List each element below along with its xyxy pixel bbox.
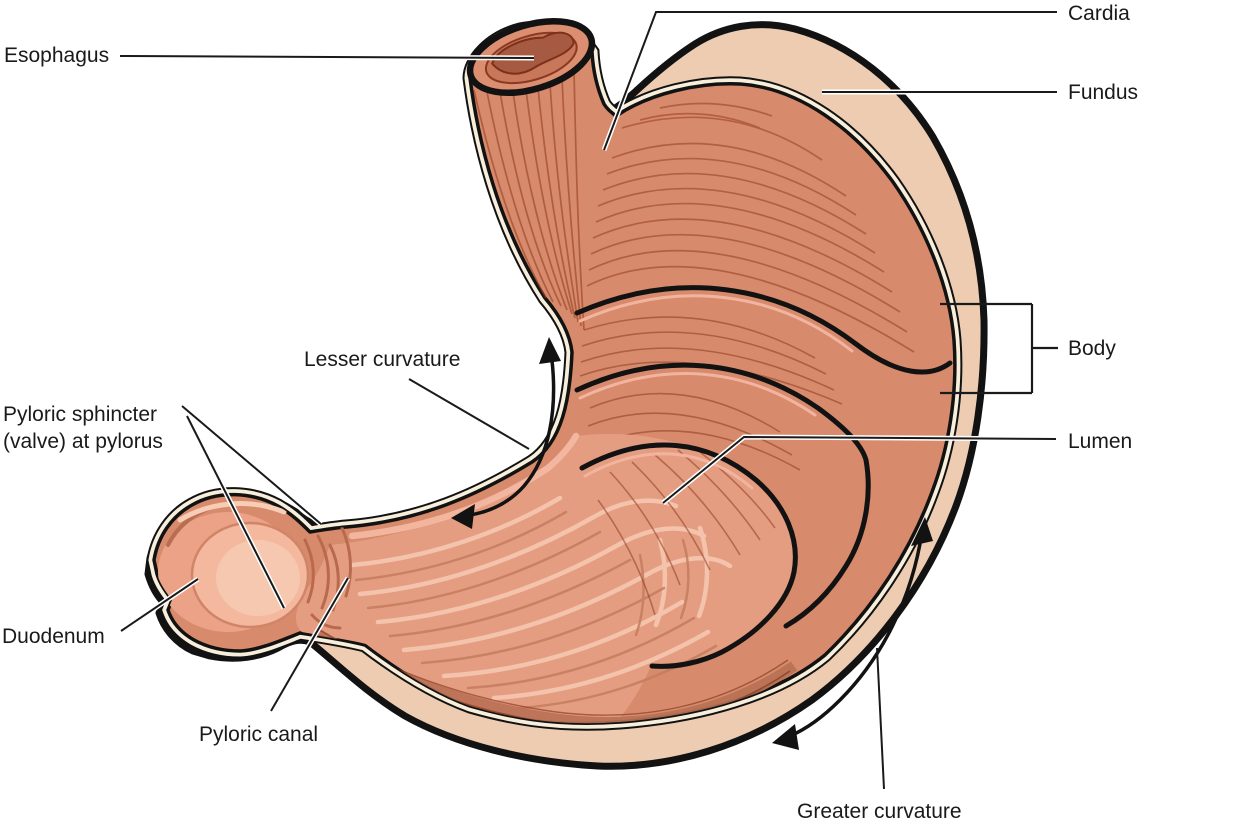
body-bracket xyxy=(940,302,1058,395)
pyloric-sphincter-leader-1 xyxy=(181,405,322,525)
fundus-muscle-fibers xyxy=(586,102,915,353)
lesser-curvature-highlight xyxy=(348,432,580,540)
lesser-curvature-arrow xyxy=(451,337,561,529)
pyloric-sphincter-label-line1: Pyloric sphincter xyxy=(3,403,158,426)
leader-lines xyxy=(119,11,1057,790)
greater-curvature-label: Greater curvature xyxy=(797,800,962,823)
lesser-curvature-label: Lesser curvature xyxy=(304,348,461,371)
duodenum-leader xyxy=(120,578,199,632)
cardia-label: Cardia xyxy=(1068,2,1130,25)
pyloric-canal-label: Pyloric canal xyxy=(199,723,319,746)
esophagus-label: Esophagus xyxy=(4,44,110,67)
pyloric-sphincter-leader-2 xyxy=(186,415,285,609)
body-label: Body xyxy=(1068,337,1116,360)
muscle-cut-bands xyxy=(574,285,953,669)
cardia-leader xyxy=(603,11,1057,151)
greater-curvature-leader xyxy=(876,647,885,790)
esophagus-muscle-fibers xyxy=(473,69,585,331)
lumen-label: Lumen xyxy=(1068,430,1133,453)
rugae-fold-highlights xyxy=(349,495,733,701)
fundus-label: Fundus xyxy=(1068,81,1139,104)
lumen-leader xyxy=(662,435,1057,504)
pyloric-canal-leader xyxy=(270,577,349,712)
oblique-fan-fibers xyxy=(597,449,776,616)
esophagus-leader xyxy=(119,55,535,59)
pyloric-sphincter-label-line2: (valve) at pylorus xyxy=(3,430,163,453)
rugae-fold-shadows xyxy=(354,510,718,710)
duodenum-label: Duodenum xyxy=(2,625,105,648)
greater-curvature-arrow xyxy=(772,517,933,750)
pyloric-sphincter-label: Pyloric sphincter (valve) at pylorus xyxy=(3,401,163,455)
lesser-curvature-leader xyxy=(408,378,530,450)
